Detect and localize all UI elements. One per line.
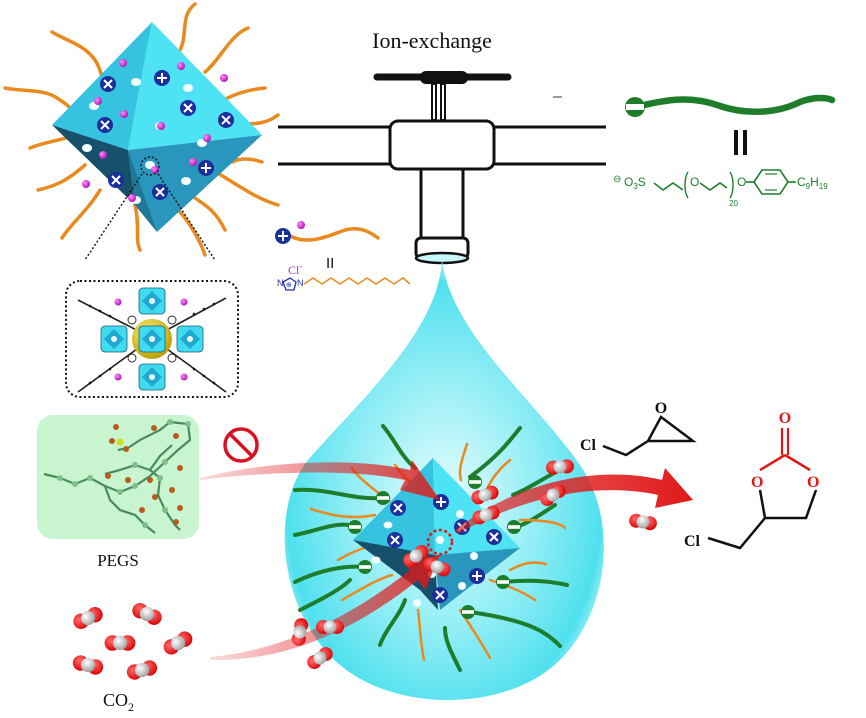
svg-text:O: O [807, 474, 819, 491]
chloride-label: Cl- [288, 261, 302, 277]
cation-icon [107, 171, 125, 189]
chloride-ion-icon [157, 122, 165, 130]
cation-icon [386, 531, 404, 549]
co2-molecule-icon [160, 628, 196, 658]
svg-text:⊕: ⊕ [286, 282, 292, 289]
pegs-legend: ⊖ O3S O 20 O C9H19 [613, 94, 836, 208]
co2-molecule-icon [125, 658, 159, 682]
octahedron-face-bottom-right [128, 135, 262, 232]
svg-text:20: 20 [729, 199, 738, 208]
anion-head-icon [348, 520, 362, 534]
chloride-ion-icon [220, 74, 228, 82]
cyclic-carbonate-structure: O O O Cl [684, 410, 819, 550]
pegs-molecule-panel [37, 415, 199, 539]
svg-text:N: N [297, 278, 304, 288]
anion-head-icon [461, 605, 475, 619]
mof-structure-inset [65, 173, 239, 398]
chloride-ion-icon [99, 151, 107, 159]
co2-molecule-icon [71, 653, 105, 677]
chloride-ion-icon [203, 134, 211, 142]
chloride-ion-icon [120, 110, 128, 118]
chloride-ion-icon [119, 59, 127, 67]
epichlorohydrin-structure: O Cl [580, 400, 697, 457]
cation-icon [468, 567, 486, 585]
svg-text:Cl: Cl [684, 533, 701, 550]
chloride-ion-icon [82, 180, 90, 188]
anion-head-icon [376, 491, 390, 505]
cation-icon [274, 227, 292, 245]
pegs-structural-formula: ⊖ O3S O 20 O C9H19 [613, 169, 828, 208]
cation-icon [96, 116, 114, 134]
anion-head-icon [507, 520, 521, 534]
co2-cluster [70, 600, 196, 682]
cation-icon [485, 528, 503, 546]
o3s-group: O3S [624, 175, 646, 191]
svg-text:O: O [779, 410, 791, 427]
chloride-ion-icon [151, 166, 159, 174]
co2-inflow-arrow [210, 555, 440, 661]
co2-molecule-icon [129, 600, 165, 628]
cation-icon [217, 111, 235, 129]
ion-exchange-title: Ion-exchange [372, 28, 492, 53]
cation-icon [197, 159, 215, 177]
anion-head-icon [496, 575, 510, 589]
chloride-ion-icon [177, 62, 185, 70]
svg-text:N: N [277, 278, 284, 288]
cation-icon [179, 99, 197, 117]
cation-icon [151, 183, 169, 201]
pegs-label: PEGS [97, 551, 139, 570]
chloride-ion-icon [128, 194, 136, 202]
co2-molecule-icon [627, 512, 659, 532]
chloride-ion-icon [94, 97, 102, 105]
cation-icon [153, 69, 171, 87]
cation-icon [431, 586, 449, 604]
svg-text:Cl: Cl [580, 437, 597, 454]
co2-molecule-icon [70, 604, 106, 632]
blocked-arrow [200, 460, 440, 500]
octahedron-nanoparticle [3, 2, 280, 257]
svg-text:O: O [655, 400, 667, 417]
anion-head-icon [358, 560, 372, 574]
chloride-ion-icon [297, 221, 305, 229]
faucet-icon [278, 71, 606, 265]
cation-icon [99, 75, 117, 93]
ionic-liquid-legend: II Cl- N N ⊕ [274, 221, 411, 291]
chloride-ion-icon [189, 158, 197, 166]
co2-molecule-icon [316, 620, 344, 634]
c9h19-group: C9H19 [797, 175, 828, 191]
svg-text:O: O [737, 175, 746, 189]
svg-text:⊖: ⊖ [613, 174, 621, 185]
product-arrow [455, 468, 693, 534]
svg-text:O: O [751, 474, 763, 491]
co2-molecule-icon [104, 635, 136, 651]
co2-label: CO2 [103, 690, 134, 714]
cation-icon [389, 499, 407, 517]
equals-sign: II [326, 255, 334, 272]
anion-head-icon [468, 475, 482, 489]
svg-text:O: O [690, 175, 699, 189]
prohibited-icon [223, 427, 259, 463]
